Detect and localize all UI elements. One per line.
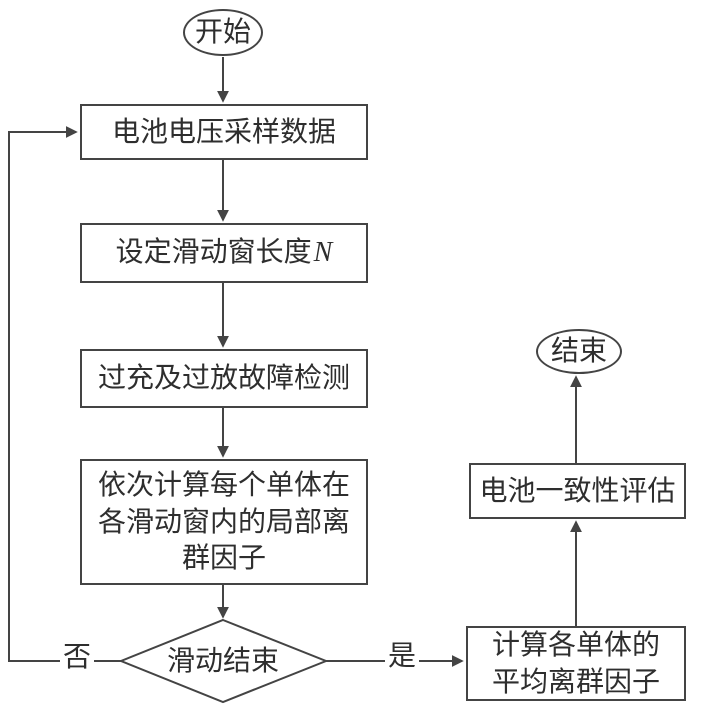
lof-process-box: 依次计算每个单体在 各滑动窗内的局部离 群因子 <box>80 459 368 585</box>
lof-label-line2: 各滑动窗内的局部离 <box>97 505 350 537</box>
fault-label: 过充及过放故障检测 <box>97 362 350 394</box>
sampling-process-box: 电池电压采样数据 <box>80 104 368 160</box>
branch-label-no: 否 <box>60 641 95 673</box>
start-label: 开始 <box>194 16 251 48</box>
sampling-label: 电池电压采样数据 <box>111 115 336 147</box>
decision-label: 滑动结束 <box>166 644 279 676</box>
decision-diamond-shape <box>118 618 329 704</box>
average-label-line2: 平均离群因子 <box>491 665 660 697</box>
window-label-text: 设定滑动窗长度 <box>115 236 312 268</box>
start-terminator: 开始 <box>183 9 263 56</box>
decision-node: 滑动结束 <box>123 620 323 702</box>
fault-process-box: 过充及过放故障检测 <box>80 349 368 408</box>
end-label: 结束 <box>550 335 607 367</box>
lof-label-line3: 群因子 <box>181 542 266 574</box>
window-label-variable: N <box>313 237 333 269</box>
end-terminator: 结束 <box>536 329 622 374</box>
branch-label-yes: 是 <box>385 640 420 672</box>
consistency-label: 电池一致性评估 <box>479 474 676 506</box>
average-label-line1: 计算各单体的 <box>491 628 660 660</box>
consistency-process-box: 电池一致性评估 <box>469 463 686 519</box>
average-process-box: 计算各单体的 平均离群因子 <box>466 626 686 701</box>
window-process-box: 设定滑动窗长度 N <box>80 223 368 283</box>
window-label: 设定滑动窗长度 N <box>116 234 333 272</box>
lof-label-line1: 依次计算每个单体在 <box>97 468 350 500</box>
